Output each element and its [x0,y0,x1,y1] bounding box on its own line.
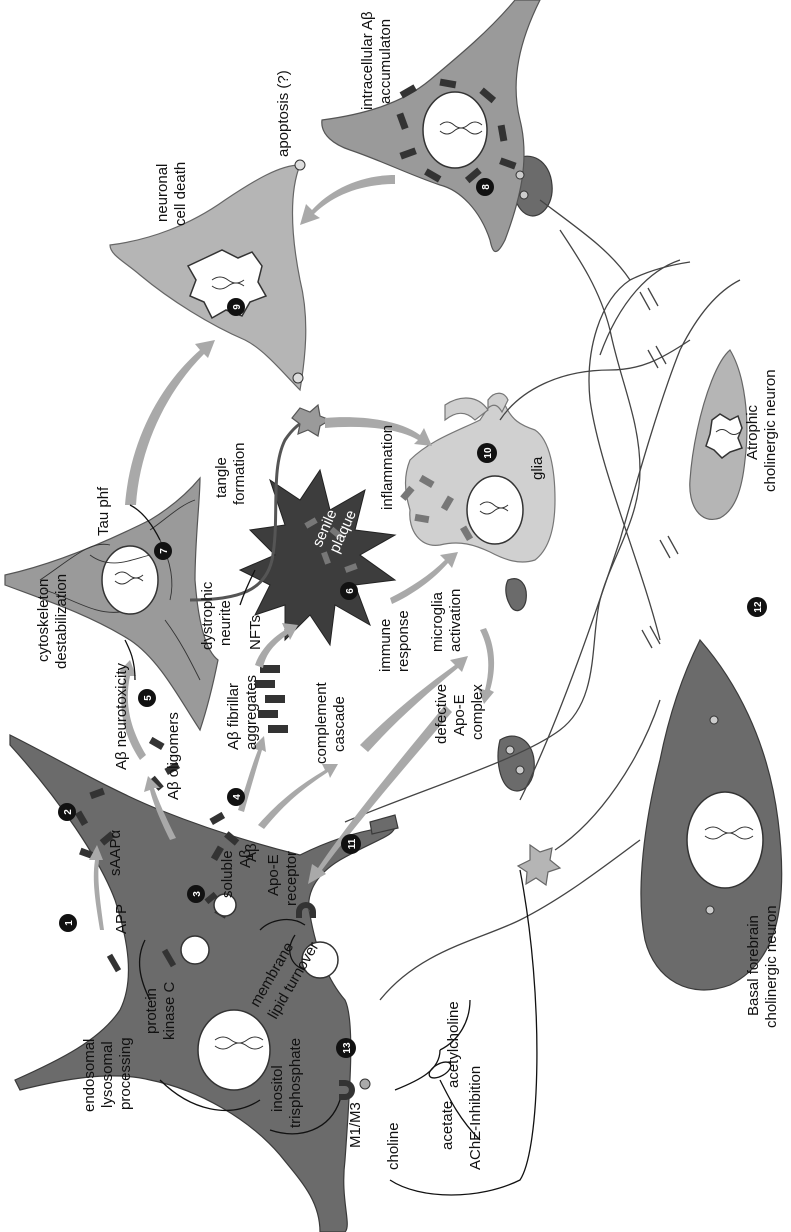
label-ab-neurotoxicity: Aβ neurotoxicity [113,662,130,770]
label-glia: glia [529,456,546,480]
vesicle-1 [181,936,209,964]
svg-text:4: 4 [232,794,243,800]
label-atrophic-2: cholinergic neuron [762,369,779,492]
badge-9: 9 [227,298,245,316]
svg-text:1: 1 [64,920,75,926]
label-tangle-2: formation [231,442,248,505]
label-microglia: microglia [429,591,446,652]
label-cytoskeleton: cytoskeleton [35,579,52,662]
label-trisphosphate: trisphosphate [287,1038,304,1128]
vesicle-5 [520,191,528,199]
badge-7: 7 [154,542,172,560]
label-aggregates: aggregates [243,675,260,750]
svg-text:6: 6 [345,588,356,594]
terminal-star [518,845,560,885]
apoptotic-bleb-1 [295,160,305,170]
badge-8: 8 [476,178,494,196]
label-kinase-c: kinase C [161,981,178,1040]
badge-4: 4 [227,788,245,806]
label-sappa: sAAPα [107,829,124,876]
label-app: APP [113,904,130,934]
badge-13: 13 [336,1038,356,1058]
badge-6: 6 [340,582,358,600]
label-lysosomal: lysosomal [99,1041,116,1108]
label-ab-oligomers: Aβ oligomers [165,712,182,800]
app-marker-1 [107,954,121,973]
label-soluble: soluble [219,850,236,898]
label-soluble-ab: Aβ [237,849,254,868]
label-complex: complex [469,684,486,740]
label-endosomal: endosomal [81,1039,98,1112]
label-atrophic-1: Atrophic [744,404,761,460]
svg-text:8: 8 [481,184,492,190]
apoptotic-bleb-2 [293,373,303,383]
label-neuronal: neuronal [154,164,171,222]
label-defective: defective [433,684,450,744]
badge-2: 2 [58,803,76,821]
svg-text:7: 7 [159,548,170,554]
label-inositol: inositol [269,1065,286,1112]
badge-1: 1 [59,914,77,932]
label-protein: protein [143,988,160,1034]
badge-11: 11 [341,834,361,854]
label-choline: choline [385,1122,402,1170]
vesicle-9 [706,906,714,914]
label-cascade: cascade [331,696,348,752]
label-destabilization: destabilization [53,574,70,669]
label-apoptosis: apoptosis (?) [275,70,292,157]
label-inflammation: inflammation [379,425,396,510]
basal-neuron-nucleus [687,792,763,888]
acetylcholine-ligand [360,1079,370,1089]
label-activation: activation [447,589,464,652]
svg-text:2: 2 [63,809,74,815]
label-apoe: Apo-E [451,694,468,736]
badge-12: 12 [747,597,767,617]
label-neurite: neurite [217,600,234,646]
label-m1m3: M1/M3 [347,1102,364,1148]
badge-3: 3 [187,885,205,903]
label-tau-phf: Tau phf [95,486,112,536]
label-basal-cholinergic: cholinergic neuron [763,905,780,1028]
svg-text:10: 10 [483,447,494,459]
label-processing: processing [117,1037,134,1110]
label-nfts: NFTs [247,615,264,650]
tangle-star [292,405,330,436]
label-acetylcholine: acetylcholine [445,1001,462,1088]
label-dystrophic: dystrophic [199,581,216,650]
main-neuron-process [370,815,398,834]
label-apoe-receptor-2: receptor [283,851,300,906]
label-cell-death: cell death [172,162,189,226]
vesicle-7 [516,766,524,774]
label-acetate: acetate [439,1101,456,1150]
label-ache-inhibition: AChE-Inhibition [467,1066,484,1170]
terminal-bulb-small [506,579,526,611]
vesicle-6 [506,746,514,754]
svg-text:13: 13 [342,1042,353,1054]
label-basal-forebrain: Basal forebrain [745,915,762,1016]
vesicle-4 [516,171,524,179]
svg-text:12: 12 [753,601,764,613]
label-accumulation: accumulaton [377,19,394,104]
svg-text:3: 3 [192,891,203,897]
vesicle-8 [710,716,718,724]
label-apoe-receptor-1: Apo-E [265,854,282,896]
label-intracellular-ab: intracellular Aβ [359,11,376,110]
svg-text:5: 5 [143,695,154,701]
label-tangle-1: tangle [213,457,230,498]
svg-text:9: 9 [232,304,243,310]
svg-text:11: 11 [347,838,358,849]
badge-10: 10 [477,443,497,463]
label-ab-fibrillar: Aβ fibrillar [225,683,242,750]
main-neuron-nucleus [198,1010,270,1090]
label-complement: complement [313,681,330,764]
label-immune: immune [377,619,394,672]
label-response: response [395,610,412,672]
badge-5: 5 [138,689,156,707]
